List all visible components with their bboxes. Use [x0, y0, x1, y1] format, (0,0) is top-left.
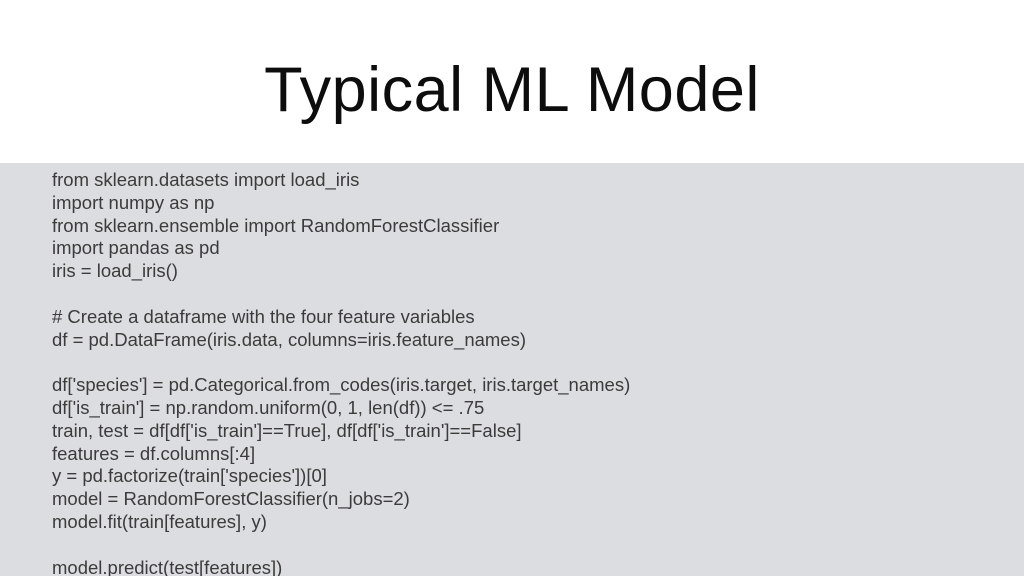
- code-line: import pandas as pd: [52, 237, 220, 259]
- code-line: iris = load_iris(): [52, 260, 178, 282]
- code-line: train, test = df[df['is_train']==True], …: [52, 419, 522, 441]
- code-line: model.predict(test[features]): [52, 556, 283, 576]
- code-line: df['species'] = pd.Categorical.from_code…: [52, 374, 631, 396]
- code-line: [52, 534, 1024, 557]
- code-line: # Create a dataframe with the four featu…: [52, 305, 475, 327]
- code-line: df['is_train'] = np.random.uniform(0, 1,…: [52, 396, 485, 418]
- code-block: from sklearn.datasets import load_iris i…: [0, 163, 1024, 576]
- code-line: [52, 283, 1024, 306]
- code-line: df = pd.DataFrame(iris.data, columns=iri…: [52, 328, 527, 350]
- code-line: from sklearn.datasets import load_iris: [52, 169, 360, 190]
- code-line: y = pd.factorize(train['species'])[0]: [52, 465, 327, 487]
- code-line: model.fit(train[features], y): [52, 510, 267, 532]
- code-line: model = RandomForestClassifier(n_jobs=2): [52, 488, 410, 510]
- code-line: [52, 351, 1024, 374]
- code-line: from sklearn.ensemble import RandomFores…: [52, 214, 500, 236]
- code-line: import numpy as np: [52, 191, 215, 213]
- slide-title: Typical ML Model: [264, 55, 760, 125]
- code-line: features = df.columns[:4]: [52, 442, 256, 464]
